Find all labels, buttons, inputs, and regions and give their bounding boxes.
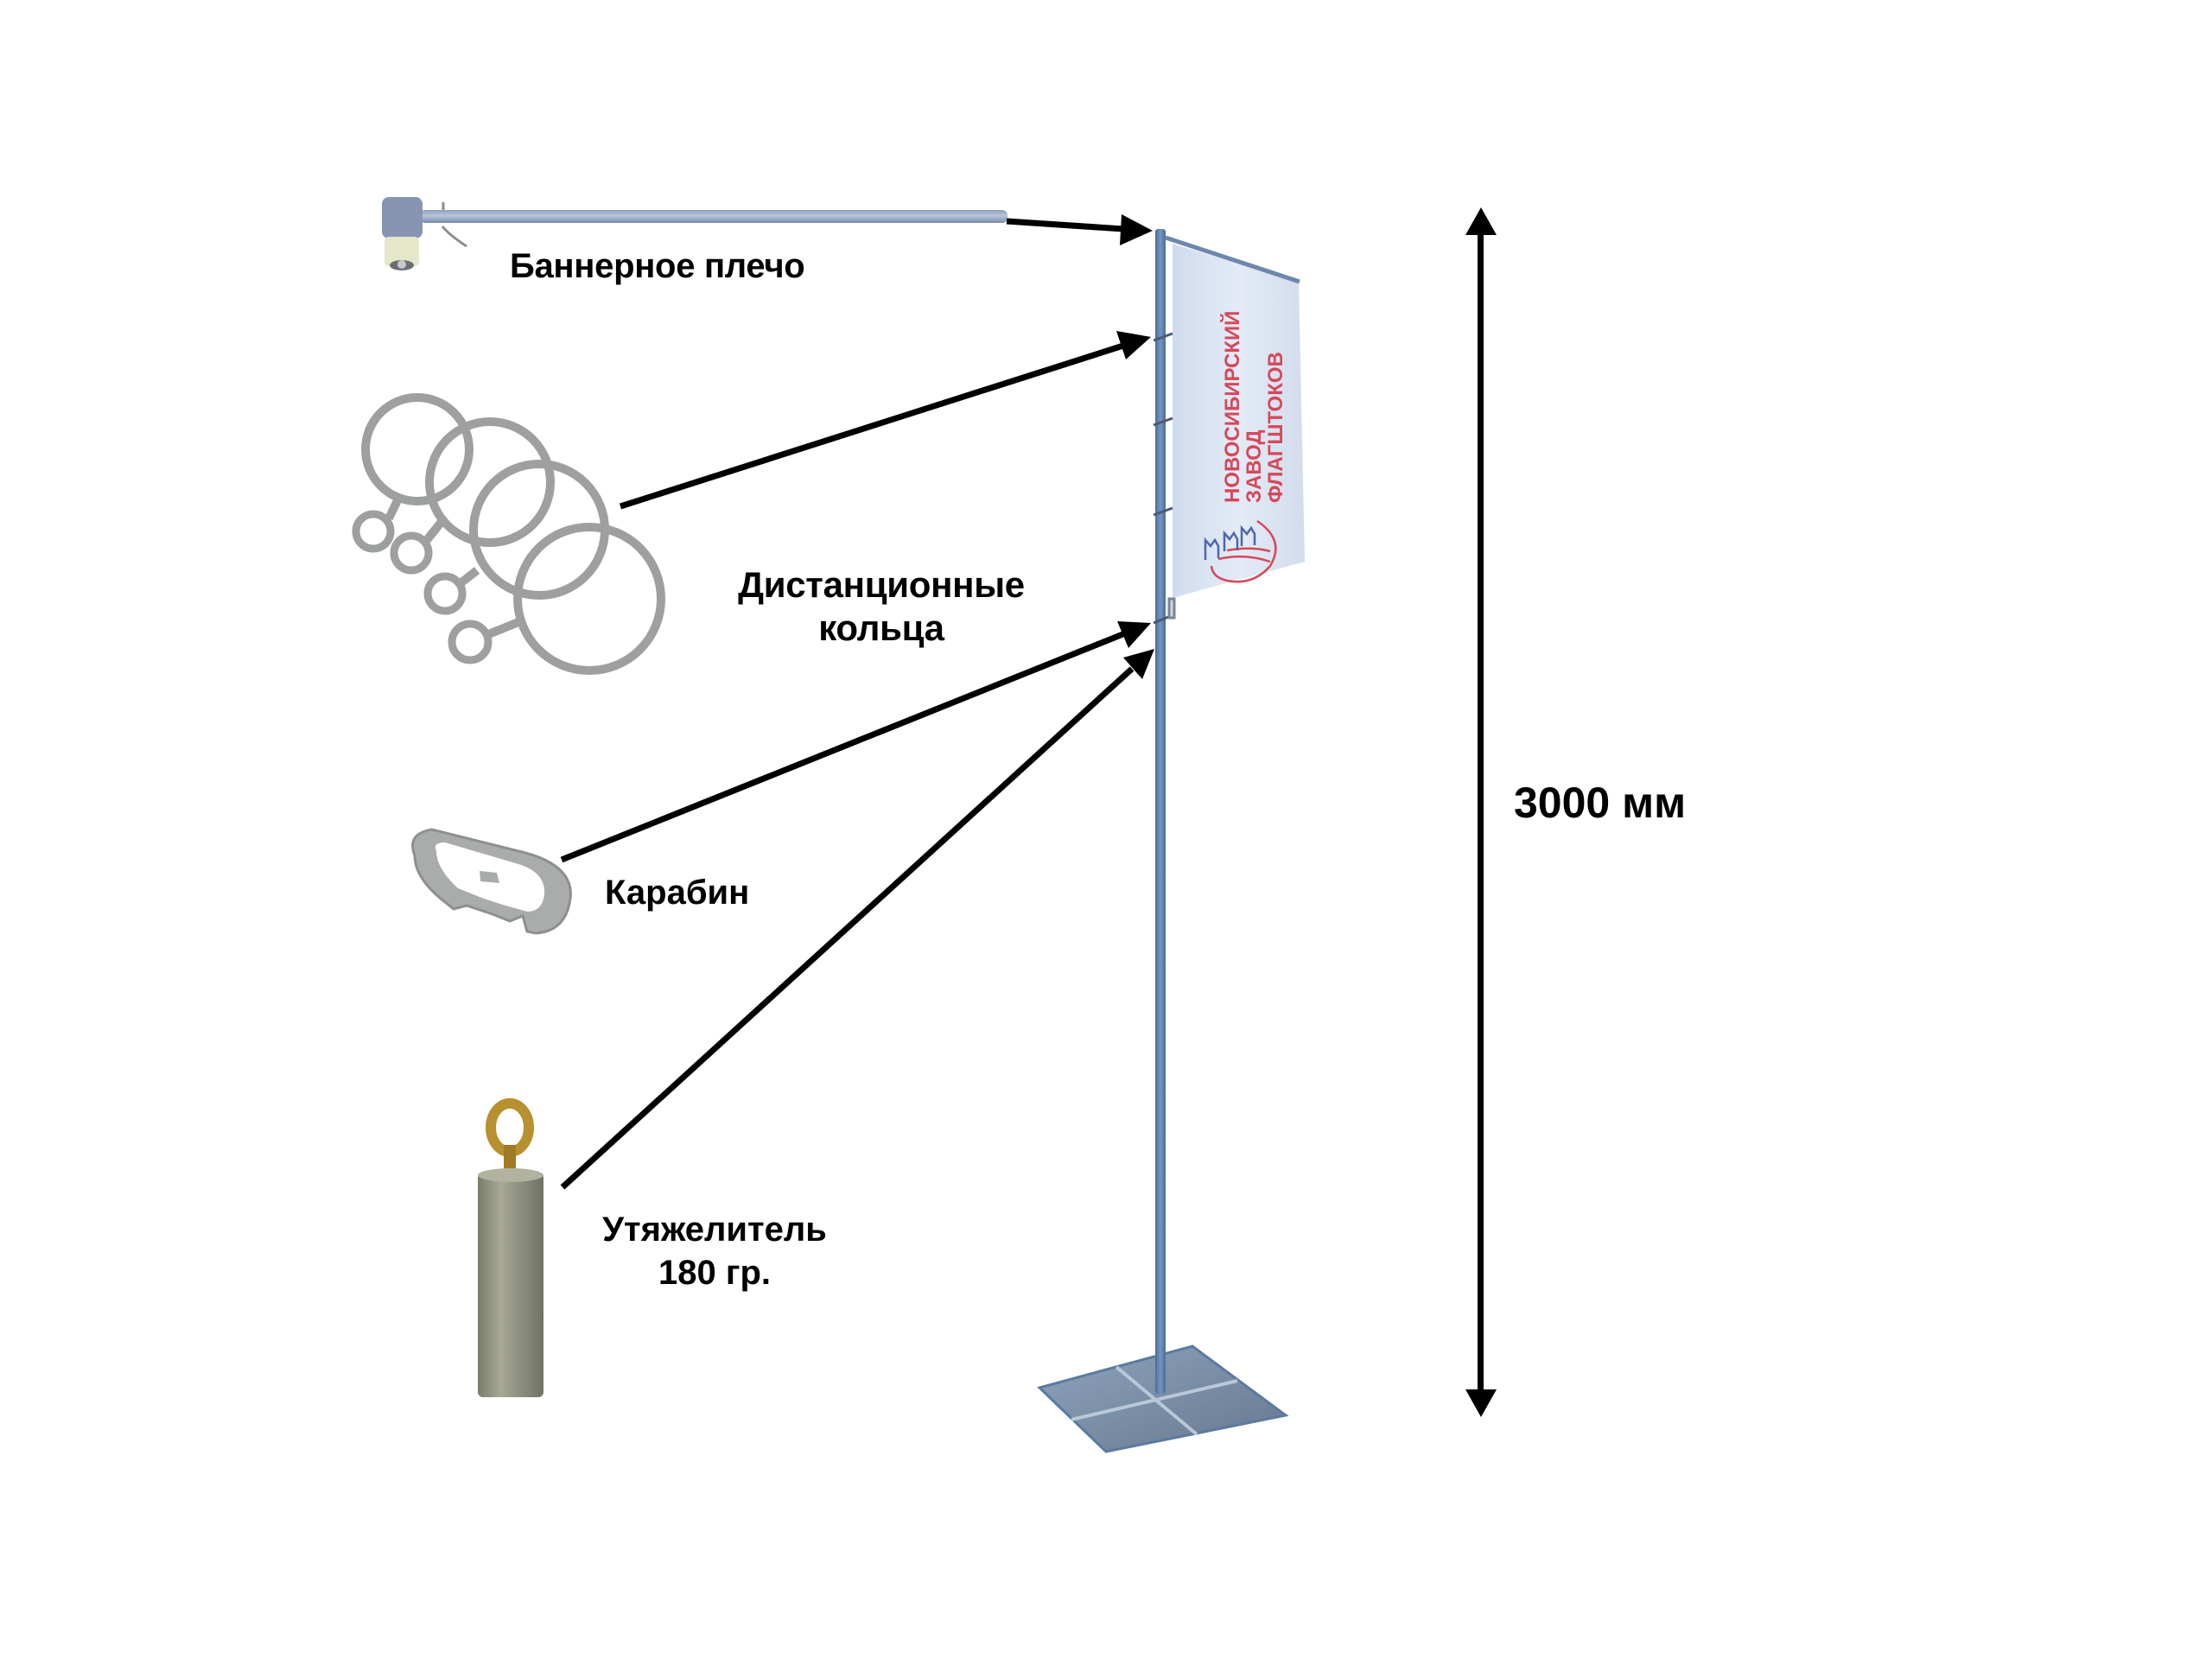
pointer-arrows [560, 214, 1154, 1190]
carabiner-latch [480, 871, 499, 883]
height-arrow-bottom-head [1465, 1389, 1497, 1417]
flag-tie-1 [1153, 332, 1173, 342]
weight-label-line-2: 180 гр. [658, 1254, 772, 1292]
spacer-ring-3-stem [457, 567, 480, 587]
logo-wave-1 [1217, 555, 1271, 563]
flag-tie-2 [1153, 416, 1173, 427]
flag-text-line-1: НОВОСИБИРСКИЙ [1220, 311, 1244, 503]
arrow-carabiner-head [1117, 621, 1151, 648]
castle-towers-logo [1204, 519, 1277, 583]
logo-arc [1210, 519, 1277, 583]
banner-arm-label: Баннерное плечо [510, 247, 805, 285]
spacer-rings-label-line-1: Дистанционные [738, 564, 1025, 605]
spacer-ring-2-loop [390, 531, 433, 575]
weight-cylinder [478, 1173, 543, 1397]
flagpole-mast [1155, 229, 1166, 1394]
banner-arm-bushing [385, 237, 419, 266]
arrow-banner-arm-head [1120, 214, 1153, 245]
spacer-rings-label: Дистанционные кольца [709, 563, 1054, 650]
spacer-ring-2-stem [423, 519, 444, 543]
weight-eyebolt-shank [504, 1145, 516, 1171]
arrow-carabiner-line [560, 630, 1127, 863]
flagpole: НОВОСИБИРСКИЙ ЗАВОД ФЛАГШТОКОВ [1037, 229, 1305, 1453]
arrow-weight-line [560, 666, 1135, 1190]
logo-tower-1 [1204, 537, 1220, 560]
flag-text: НОВОСИБИРСКИЙ ЗАВОД ФЛАГШТОКОВ [1220, 311, 1287, 503]
spacer-rings-icon [352, 393, 665, 675]
flag-top-arm [1165, 235, 1300, 284]
arrow-weight-head [1123, 649, 1154, 679]
spacer-ring-1-loop [352, 510, 395, 553]
arrow-rings-head [1116, 331, 1151, 359]
carabiner-icon [411, 828, 572, 935]
height-label: 3000 мм [1514, 779, 1687, 827]
height-dimension-line [1478, 233, 1484, 1391]
height-arrow-top-head [1465, 207, 1497, 235]
spacer-ring-4-stem [485, 618, 520, 639]
flag-ring-ties [1153, 332, 1176, 625]
weight-label: Утяжелитель 180 гр. [572, 1208, 857, 1294]
spacer-ring-3-loop [423, 572, 467, 615]
spacer-rings-label-line-2: кольца [818, 607, 944, 648]
arrow-banner-arm-line [1006, 218, 1124, 232]
logo-tower-3 [1240, 524, 1256, 546]
flag-carabiner-clip [1167, 597, 1176, 620]
spacer-ring-4-loop [448, 620, 493, 664]
weight-label-line-1: Утяжелитель [602, 1211, 827, 1249]
banner-arm-icon [382, 197, 1007, 270]
flag-text-line-3: ФЛАГШТОКОВ [1264, 352, 1287, 503]
logo-tower-2 [1223, 530, 1239, 551]
weight-eyebolt-ring [486, 1098, 534, 1157]
base-seam-2 [1071, 1379, 1238, 1421]
spacer-ring-1 [361, 393, 474, 505]
height-dimension-arrow [1465, 207, 1497, 1417]
spacer-ring-1-stem [385, 494, 404, 521]
flag-text-line-2: ЗАВОД [1243, 429, 1266, 503]
flag-tie-3 [1153, 506, 1173, 517]
banner-arm-rod [420, 210, 1007, 223]
flag-fabric [1173, 244, 1305, 598]
banner-arm-cotter-pin [441, 202, 467, 248]
banner-arm-bolt-head [397, 260, 406, 269]
spacer-ring-4 [513, 523, 665, 675]
weight-cylinder-top [478, 1168, 543, 1182]
weight-icon [478, 1098, 543, 1397]
banner-arm-sleeve [382, 197, 423, 238]
arrow-rings-line [619, 342, 1125, 510]
carabiner-label: Карабин [605, 874, 750, 912]
spacer-ring-2 [425, 417, 555, 547]
logo-wave-2 [1226, 547, 1271, 553]
